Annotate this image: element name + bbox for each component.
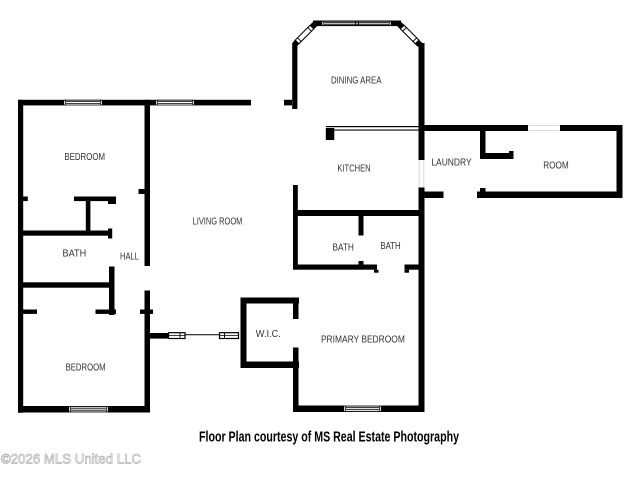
svg-text:©2026 MLS United LLC: ©2026 MLS United LLC [1, 451, 141, 467]
svg-text:HALL: HALL [120, 252, 139, 263]
svg-text:BEDROOM: BEDROOM [66, 363, 106, 374]
svg-text:BATH: BATH [333, 242, 354, 253]
svg-text:LAUNDRY: LAUNDRY [431, 158, 472, 169]
svg-text:W.I.C.: W.I.C. [256, 329, 281, 340]
svg-text:BEDROOM: BEDROOM [64, 152, 105, 163]
svg-text:KITCHEN: KITCHEN [337, 164, 370, 175]
svg-text:BATH: BATH [63, 249, 87, 260]
svg-text:Floor Plan courtesy of MS Real: Floor Plan courtesy of MS Real Estate Ph… [199, 430, 459, 446]
svg-text:BATH: BATH [380, 241, 400, 252]
svg-text:DINING AREA: DINING AREA [331, 76, 382, 87]
svg-text:ROOM: ROOM [543, 161, 569, 172]
svg-text:LIVING ROOM: LIVING ROOM [193, 217, 243, 228]
svg-text:PRIMARY BEDROOM: PRIMARY BEDROOM [321, 335, 405, 346]
